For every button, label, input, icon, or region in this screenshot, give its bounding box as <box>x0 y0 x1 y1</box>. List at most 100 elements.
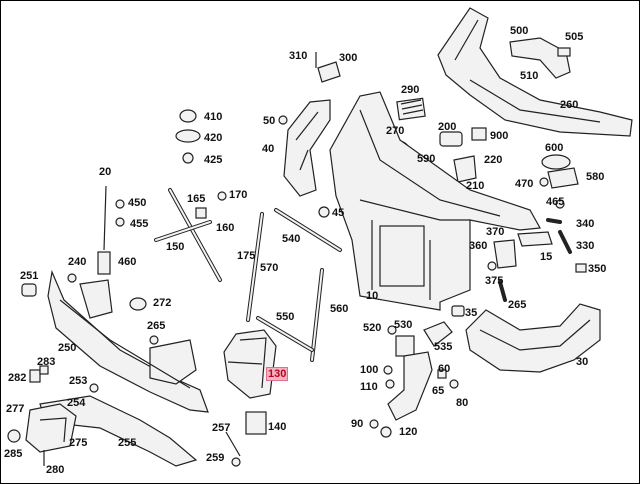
callout-254: 254 <box>67 397 86 409</box>
callout-260: 260 <box>560 99 579 111</box>
callout-255: 255 <box>118 437 137 449</box>
callout-265-right: 265 <box>508 299 527 311</box>
callout-277: 277 <box>6 403 25 415</box>
callout-160: 160 <box>216 222 235 234</box>
callout-290: 290 <box>401 84 420 96</box>
callout-175: 175 <box>237 250 256 262</box>
part-45-clip <box>318 206 330 218</box>
callout-425: 425 <box>204 154 223 166</box>
callout-200: 200 <box>438 121 457 133</box>
callout-540: 540 <box>282 233 301 245</box>
callout-150: 150 <box>166 241 185 253</box>
callout-350: 350 <box>588 263 607 275</box>
part-300-clip <box>317 61 341 83</box>
callout-535: 535 <box>434 341 453 353</box>
callout-410: 410 <box>204 111 223 123</box>
part-35-clip <box>451 305 465 317</box>
part-260-upper-rail <box>437 7 633 137</box>
callout-259: 259 <box>206 452 225 464</box>
callout-275: 275 <box>69 437 88 449</box>
callout-560: 560 <box>330 303 349 315</box>
part-360-bracket <box>493 239 517 269</box>
callout-35: 35 <box>465 307 478 319</box>
callout-465: 465 <box>546 196 565 208</box>
callout-140: 140 <box>268 421 287 433</box>
callout-100: 100 <box>360 364 379 376</box>
callout-510: 510 <box>520 70 539 82</box>
part-250-mid-bracket <box>149 339 197 385</box>
callout-455: 455 <box>130 218 149 230</box>
part-410-cap <box>179 109 197 123</box>
callout-40: 40 <box>262 143 275 155</box>
callout-282: 282 <box>8 372 27 384</box>
callout-265-left: 265 <box>147 320 166 332</box>
callout-240: 240 <box>68 256 87 268</box>
callout-110: 110 <box>360 381 378 393</box>
callout-500: 500 <box>510 25 529 37</box>
callout-80: 80 <box>456 397 469 409</box>
callout-450: 450 <box>128 197 147 209</box>
callout-460: 460 <box>118 256 137 268</box>
callout-272: 272 <box>153 297 172 309</box>
callout-505: 505 <box>565 31 584 43</box>
part-282-clip <box>29 369 41 383</box>
callout-590: 590 <box>417 153 436 165</box>
callout-280: 280 <box>46 464 65 476</box>
callout-90: 90 <box>351 418 364 430</box>
callout-165: 165 <box>187 193 206 205</box>
callout-600: 600 <box>545 142 564 154</box>
part-370-bracket <box>517 231 553 247</box>
part-272-cap <box>129 297 147 311</box>
callout-10: 10 <box>366 290 379 302</box>
callout-15: 15 <box>540 251 553 263</box>
callout-170: 170 <box>229 189 248 201</box>
part-420-pad <box>175 129 201 143</box>
callout-580: 580 <box>586 171 605 183</box>
part-465-bolt <box>555 199 565 209</box>
part-505-clip <box>557 47 571 57</box>
callout-900: 900 <box>490 130 509 142</box>
part-30-side-bracket <box>465 303 601 373</box>
part-200-block <box>439 131 463 147</box>
part-60-support <box>387 351 433 421</box>
part-535-hose <box>423 321 453 347</box>
part-530-bracket <box>395 335 415 357</box>
callout-65: 65 <box>432 385 445 397</box>
part-600-cap <box>541 154 571 170</box>
part-350-nut <box>575 263 587 273</box>
callout-130-highlighted[interactable]: 130 <box>265 367 289 381</box>
part-900-block <box>471 127 487 141</box>
part-425-nut <box>182 152 194 164</box>
callout-45: 45 <box>332 207 345 219</box>
callout-360: 360 <box>469 240 488 252</box>
part-130-air-guide <box>223 329 277 399</box>
callout-20: 20 <box>99 166 112 178</box>
part-460-sleeve <box>97 251 111 275</box>
part-275-bracket <box>25 403 77 453</box>
callout-300: 300 <box>339 52 358 64</box>
callout-530: 530 <box>394 319 413 331</box>
callout-420: 420 <box>204 132 223 144</box>
callout-375: 375 <box>485 275 504 287</box>
callout-257: 257 <box>212 422 231 434</box>
part-40-side-bracket <box>283 99 331 197</box>
callout-60: 60 <box>438 363 451 375</box>
callout-270: 270 <box>386 125 405 137</box>
callout-50: 50 <box>263 115 276 127</box>
part-10-front-carrier <box>329 91 541 311</box>
callout-285: 285 <box>4 448 23 460</box>
part-210-bracket <box>453 155 477 183</box>
part-283-clip <box>39 365 49 375</box>
callout-251: 251 <box>20 270 39 282</box>
callout-283: 283 <box>37 356 56 368</box>
callout-520: 520 <box>363 322 382 334</box>
part-470-bolt <box>539 177 549 187</box>
callout-370: 370 <box>486 226 505 238</box>
callout-330: 330 <box>576 240 595 252</box>
callout-250: 250 <box>58 342 77 354</box>
callout-210: 210 <box>466 180 485 192</box>
callout-120: 120 <box>399 426 418 438</box>
part-500-bracket <box>509 37 571 79</box>
